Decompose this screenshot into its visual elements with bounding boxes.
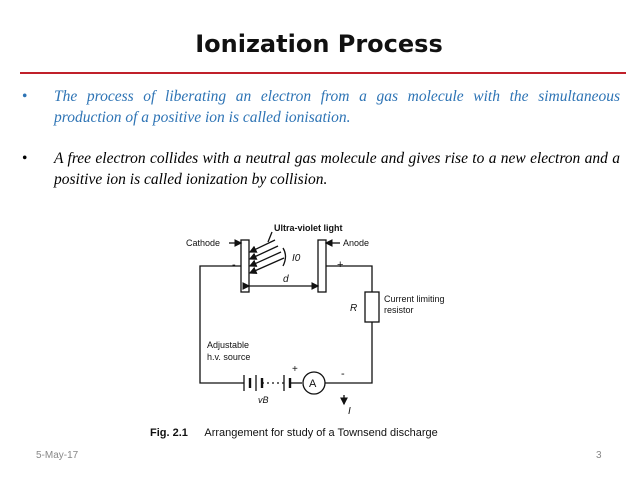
vb-label: vB xyxy=(258,395,269,405)
resistor-label-line2: resistor xyxy=(384,305,414,315)
wire-right-top xyxy=(326,265,373,292)
anode-sign: + xyxy=(337,259,343,271)
bullet-dot: • xyxy=(22,150,28,167)
battery-symbol xyxy=(241,375,302,391)
caption-number: Fig. 2.1 xyxy=(150,427,188,439)
meter-minus: - xyxy=(341,368,345,380)
anode-label: Anode xyxy=(343,238,369,248)
uv-light-rays xyxy=(248,239,285,274)
slide-title: Ionization Process xyxy=(195,30,443,58)
bullet-text: The process of liberating an electron fr… xyxy=(54,88,620,126)
source-label-line1: Adjustable xyxy=(207,340,249,350)
i0-label: I0 xyxy=(292,253,301,264)
bullet-dot: • xyxy=(22,88,28,105)
ammeter-label: A xyxy=(309,378,317,390)
wire-right-bottom xyxy=(326,322,373,384)
cathode-label: Cathode xyxy=(186,238,220,248)
caption-text: Arrangement for study of a Townsend disc… xyxy=(204,427,437,439)
source-plus: + xyxy=(292,364,298,375)
uv-light-label: Ultra-violet light xyxy=(274,223,343,233)
figure-caption: Fig. 2.1 Arrangement for study of a Town… xyxy=(150,427,438,439)
uv-leader xyxy=(267,231,273,243)
resistor xyxy=(364,291,380,323)
title-divider xyxy=(20,72,626,74)
source-label-line2: h.v. source xyxy=(207,352,250,362)
i0-bracket xyxy=(282,247,287,267)
resistor-symbol-label: R xyxy=(350,303,357,314)
current-label: I xyxy=(348,406,351,417)
resistor-label-line1: Current limiting xyxy=(384,294,445,304)
cathode-sign: - xyxy=(232,259,236,271)
footer-date: 5-May-17 xyxy=(36,450,79,461)
gap-label: d xyxy=(283,274,289,285)
page-number: 3 xyxy=(596,450,602,461)
cathode-plate xyxy=(240,239,250,293)
bullet-text: A free electron collides with a neutral … xyxy=(54,150,620,188)
anode-plate xyxy=(317,239,327,293)
wire-left xyxy=(199,265,241,384)
